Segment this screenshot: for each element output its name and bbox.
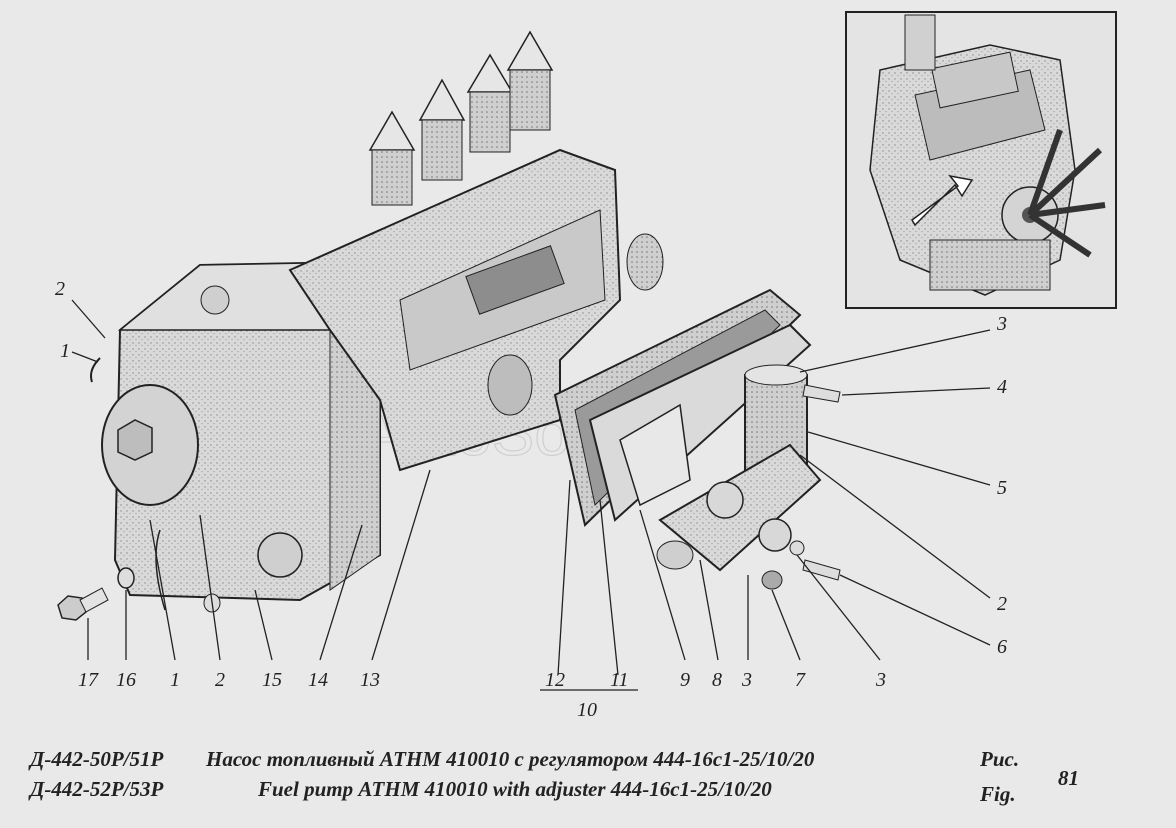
callout-3-right: 3 [996, 313, 1007, 335]
fig-number: 81 [1058, 766, 1079, 790]
callout-12: 12 [545, 669, 565, 691]
arrow-icon [911, 174, 974, 227]
callout-7: 7 [795, 669, 806, 691]
engine-inset [845, 11, 1117, 309]
callout-3-bottom-b: 3 [875, 669, 886, 691]
callout-1-left: 1 [60, 340, 70, 362]
callout-6: 6 [997, 636, 1007, 658]
washer-16 [117, 567, 135, 589]
model-line-1: Д-442-50Р/51Р [30, 747, 164, 771]
fasteners [57, 357, 841, 621]
callout-13: 13 [360, 669, 380, 691]
fuel-pump-illustration [101, 30, 664, 602]
bolt-17 [57, 587, 109, 621]
callout-2: 2 [215, 669, 225, 691]
callout-labels: 2 1 17 16 1 2 15 14 13 12 11 10 9 8 3 7 … [55, 278, 1007, 721]
callout-2-left: 2 [55, 278, 65, 300]
callout-16: 16 [116, 669, 136, 691]
wire-1 [90, 357, 101, 383]
callout-11: 11 [610, 669, 629, 691]
valve-block [656, 364, 822, 572]
bolt-6 [802, 559, 841, 581]
pump-outlets [368, 30, 554, 206]
engine-illustration [869, 14, 1106, 296]
washer-3 [789, 540, 805, 556]
fig-label-ru: Рис. [980, 747, 1020, 771]
model-line-2: Д-442-52Р/53Р [30, 777, 164, 801]
callout-15: 15 [262, 669, 282, 691]
fig-label-en: Fig. [980, 782, 1016, 806]
callout-10: 10 [577, 699, 597, 721]
callout-1: 1 [170, 669, 180, 691]
bolt-4 [802, 384, 841, 403]
callout-2-right: 2 [997, 593, 1007, 615]
leader-lines [71, 299, 991, 691]
callout-9: 9 [680, 669, 690, 691]
callout-5: 5 [997, 477, 1007, 499]
cap-7 [761, 570, 783, 590]
callout-8: 8 [712, 669, 722, 691]
callout-17: 17 [78, 669, 99, 691]
callout-14: 14 [308, 669, 328, 691]
caption-title-ru: Насос топливный АТНМ 410010 с регуляторо… [206, 747, 815, 771]
callout-4: 4 [997, 376, 1007, 398]
callout-3-bottom-a: 3 [741, 669, 752, 691]
caption-title-en: Fuel pump АТНМ 410010 with adjuster 444-… [258, 777, 772, 801]
